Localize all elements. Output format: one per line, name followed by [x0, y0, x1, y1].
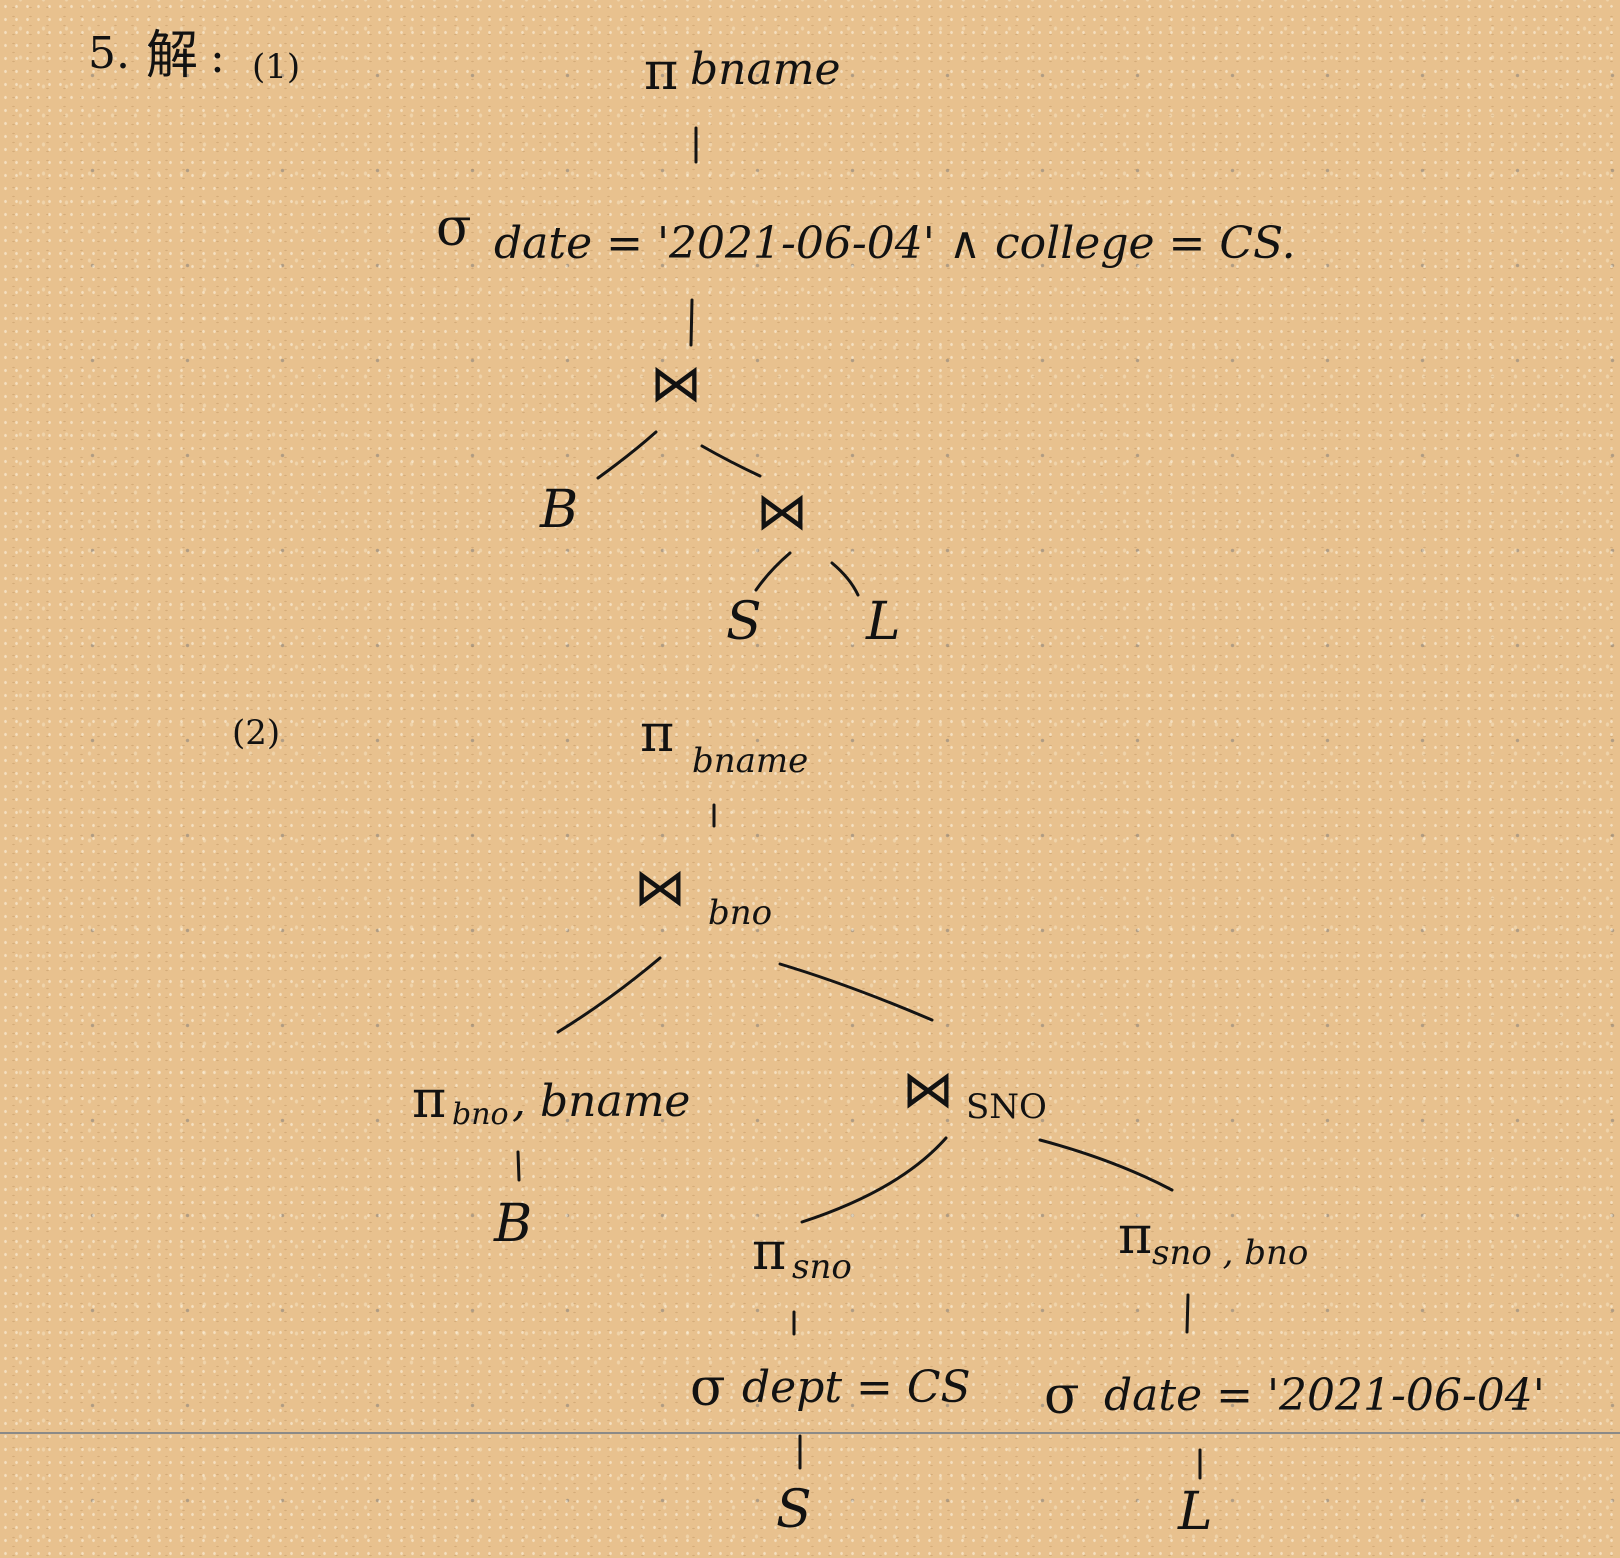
t2-proj-l-symbol: π — [1118, 1206, 1153, 1266]
t2-root-projection-symbol: π — [640, 704, 675, 764]
edge-1f — [830, 561, 860, 597]
part1-label: (1) — [252, 47, 301, 87]
t2-join-attr: bno — [708, 893, 773, 933]
t2-left-projection-rest: , bname — [512, 1076, 691, 1127]
t1-leaf-b: B — [540, 480, 579, 540]
t1-join-symbol: ⋈ — [650, 354, 702, 414]
t2-sel-l-symbol: σ — [1044, 1366, 1080, 1426]
edge-2h — [1185, 1293, 1190, 1334]
solution-label: 解 — [146, 26, 199, 86]
t2-leaf-s: S — [776, 1480, 812, 1540]
t2-left-projection-symbol: π — [412, 1070, 447, 1130]
edge-2f — [1038, 1138, 1174, 1192]
edge-2c — [778, 962, 934, 1022]
t1-selection-symbol: σ — [436, 198, 472, 258]
edge-1e — [754, 551, 792, 592]
t1-root-projection-symbol: π — [644, 42, 679, 102]
edge-2b — [556, 956, 662, 1034]
edge-1d — [700, 444, 762, 478]
t1-leaf-l: L — [866, 592, 901, 652]
t2-sel-l-condition: date = '2021-06-04' — [1104, 1370, 1545, 1421]
ruled-line — [0, 1432, 1620, 1434]
t2-right-join-attr: SNO — [966, 1087, 1047, 1127]
t2-sel-s-condition: dept = CS — [742, 1362, 971, 1413]
t2-sel-s-symbol: σ — [690, 1358, 726, 1418]
edge-1b — [689, 298, 694, 347]
edge-2e — [800, 1136, 948, 1224]
t1-selection-condition: date = '2021-06-04' ∧ college = CS. — [494, 218, 1296, 269]
problem-number: 5. — [88, 28, 130, 79]
edge-2d — [516, 1150, 521, 1182]
t2-proj-s-symbol: π — [752, 1222, 787, 1282]
t1-root-projection-attr: bname — [690, 44, 841, 95]
t2-leaf-b: B — [494, 1194, 533, 1254]
solution-colon: : — [210, 32, 225, 83]
t2-leaf-l: L — [1178, 1482, 1213, 1542]
edge-1c — [596, 430, 658, 480]
t2-join-symbol: ⋈ — [634, 858, 686, 918]
t2-left-projection-sub: bno — [452, 1097, 509, 1132]
t2-root-projection-attr: bname — [692, 741, 809, 781]
t2-proj-l-attr: sno , bno — [1152, 1233, 1309, 1273]
t1-leaf-s: S — [726, 592, 762, 652]
t1-join2-symbol: ⋈ — [756, 482, 808, 542]
t2-right-join-symbol: ⋈ — [902, 1060, 954, 1120]
part2-label: (2) — [232, 713, 281, 753]
t2-proj-s-attr: sno — [792, 1247, 852, 1287]
